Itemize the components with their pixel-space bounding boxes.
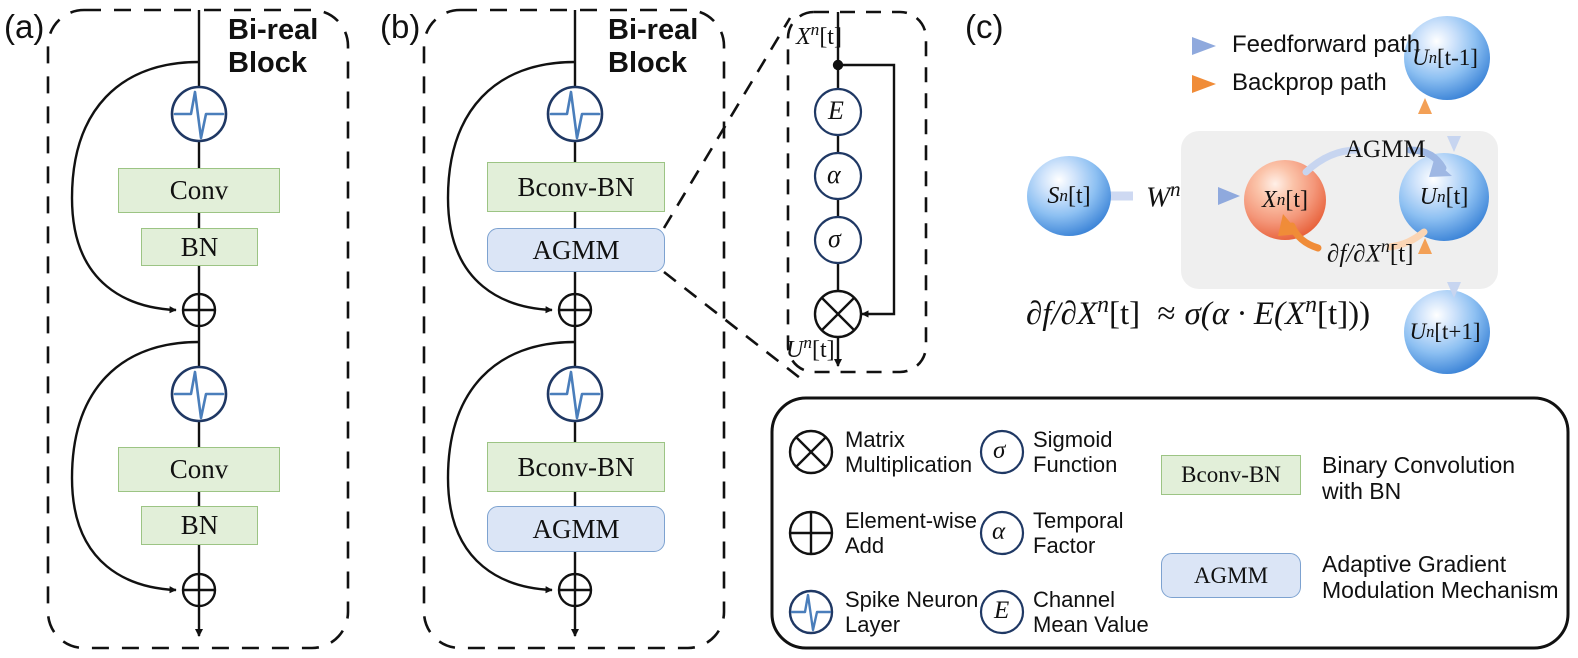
agmm-input-label: Xn[t] [796,20,842,50]
element-wise-add-icon [788,510,834,556]
legend-spike-neuron-layer-label: Spike Neuron Layer [845,587,979,637]
agmm-block[interactable]: AGMM [487,506,665,552]
agmm-equation: ∂f/∂Xn[t] ≈σ(α · E(Xn[t])) [1026,292,1371,332]
legend-sigmoid-symbol: σ [993,437,1006,464]
sigmoid-icon [979,429,1025,475]
spike-neuron-icon [546,85,604,143]
element-wise-add-icon [557,572,593,608]
panel-b-flow [446,10,579,637]
legend-bconv-bn-description: Binary Convolution with BN [1322,452,1516,505]
bconv-bn-block[interactable]: Bconv-BN [487,442,665,492]
feedforward-legend-label: Feedforward path [1232,31,1421,58]
agmm-detail-flow [813,12,896,367]
feedforward-legend-arrow [1028,37,1216,55]
panel-c-label: (c) [965,8,1004,45]
panel-b-label: (b) [380,8,421,45]
weight-label: Wn [1146,177,1181,214]
sphere-x-n-t [1244,160,1326,240]
sphere-s-n-t [1027,156,1111,236]
element-wise-add-icon [181,292,217,328]
backprop-legend-arrow [1028,75,1216,93]
panel-b-title: Bi-real Block [608,14,738,81]
bn-block[interactable]: BN [141,228,258,266]
agmm-output-label: Un[t] [786,333,835,363]
bconv-bn-block[interactable]: Bconv-BN [487,162,665,212]
spike-neuron-icon [170,365,228,423]
conv-block[interactable]: Conv [118,168,280,213]
sphere-u-n-t-plus-1 [1404,290,1490,374]
channel-mean-node[interactable]: E [828,96,844,125]
legend-temporal-factor-symbol: α [992,518,1006,545]
spike-neuron-icon [170,85,228,143]
sphere-u-n-t-minus-1 [1404,16,1490,100]
w-to-x-arrow [1196,187,1240,205]
panel-a-flow [70,10,203,637]
legend-matrix-multiplication-label: Matrix Multiplication [845,427,973,477]
temporal-factor-node[interactable]: α [827,160,841,189]
legend-agmm-box[interactable]: AGMM [1161,553,1301,598]
sphere-u-n-t [1399,153,1489,241]
agmm-annotation: AGMM [1345,136,1426,163]
temporal-factor-icon [979,510,1025,556]
panel-b-dashed-border [422,8,726,650]
agmm-block[interactable]: AGMM [487,228,665,272]
grad-annotation: ∂f/∂Xn[t] [1327,236,1414,268]
temporal-arrows-lower [1418,238,1461,298]
panel-a-title: Bi-real Block [228,14,358,81]
channel-mean-icon [979,589,1025,635]
panel-b-title-line2: Block [608,47,687,80]
sigmoid-node[interactable]: σ [828,224,841,253]
conv-block[interactable]: Conv [118,447,280,492]
legend-element-wise-add-label: Element-wise Add [845,508,978,558]
legend-bconv-bn-box[interactable]: Bconv-BN [1161,455,1301,495]
legend-temporal-factor-label: Temporal Factor [1033,508,1124,558]
element-wise-add-icon [181,572,217,608]
panel-a-label: (a) [4,8,45,45]
agmm-feedforward-curve [1302,146,1452,177]
zoom-connector-lines [662,17,801,380]
element-wise-add-icon [557,292,593,328]
legend-box-border [770,396,1570,650]
temporal-arrows-upper [1418,98,1461,152]
panel-a-dashed-border [46,8,350,650]
spike-neuron-icon [788,589,834,635]
legend-sigmoid-function-label: Sigmoid Function [1033,427,1118,477]
agmm-detail-dashed-border [786,10,928,374]
panel-b-title-line1: Bi-real [608,14,699,46]
backprop-legend-label: Backprop path [1232,69,1387,96]
legend-channel-mean-symbol: E [994,597,1010,624]
backprop-curve [1278,214,1428,252]
panel-a-title-line2: Block [228,47,307,80]
legend-channel-mean-value-label: Channel Mean Value [1033,587,1149,637]
panel-a-title-line1: Bi-real [228,14,319,46]
spike-neuron-icon [546,365,604,423]
legend-agmm-description: Adaptive Gradient Modulation Mechanism [1322,551,1559,604]
bn-block[interactable]: BN [141,506,258,545]
matrix-multiplication-icon [788,429,834,475]
